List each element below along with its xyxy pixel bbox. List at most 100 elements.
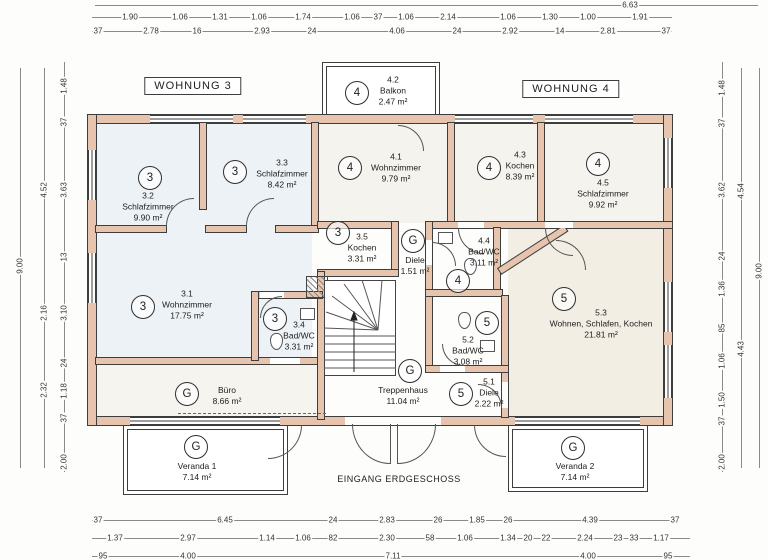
window [243,115,306,123]
room-badge: 4 [338,156,362,180]
dimension-label: 2.24 [576,533,594,543]
interior-wall [252,292,322,298]
dimension-label: 3.10 [59,304,69,322]
interior-wall [318,270,398,276]
room-badge: 5 [449,382,473,406]
interior-wall [392,222,398,276]
interior-wall [206,226,246,232]
door-leaf [390,424,391,464]
dimension-label: 2.16 [39,304,49,322]
toilet-icon [464,258,477,275]
interior-wall [200,123,206,209]
door-gap [270,358,300,364]
dimension-label: 7.11 [384,551,402,560]
staircase [324,280,396,376]
dimension-label: 2.14 [439,12,457,22]
window [664,282,672,332]
dimension-label: 1.00 [579,12,597,22]
dimension-label: 1.50 [717,391,727,409]
dimension-label: 2.93 [253,26,271,36]
veranda-1-outline [123,425,288,495]
dimension-label: 1.90 [121,12,139,22]
floor-wohnung5 [508,228,664,417]
dimension-label: 24 [327,515,339,525]
interior-wall [448,123,454,222]
interior-wall [426,222,432,372]
room-badge: G [175,382,199,406]
dimension-label: 4.39 [581,515,599,525]
dimension-label: 2.81 [599,26,617,36]
dimension-label: 1.30 [541,12,559,22]
room-badge: G [184,435,208,459]
dimension-label: 3.63 [59,181,69,199]
dimension-label: 37 [92,26,104,36]
room-badge: 4 [477,156,501,180]
dimension-label: 24 [451,26,463,36]
dimension-label: 1.06 [250,12,268,22]
outer-wall-top [88,115,672,123]
interior-wall [318,222,398,228]
dimension-label: 1.31 [211,12,229,22]
room-badge: 5 [552,287,576,311]
dimension-label: 6.63 [621,0,639,10]
dimension-label: 1.48 [59,77,69,95]
dim-line [95,5,758,6]
dimension-label: 26 [432,515,444,525]
entrance-gap [345,417,441,425]
interior-wall [318,272,324,419]
dimension-label: 37 [660,26,672,36]
dimension-label: 9.00 [15,257,25,275]
wohnung-4-label: WOHNUNG 4 [522,80,620,98]
dimension-label: 2.78 [142,26,160,36]
dimension-label: 58 [424,533,436,543]
dimension-label: 22 [540,533,552,543]
room-badge: 3 [131,295,155,319]
dimension-label: 26 [502,515,514,525]
dimension-label: 1.06 [499,12,517,22]
toilet-icon [458,312,471,329]
room-badge: 4 [345,81,369,105]
dim-line [44,68,45,468]
outer-wall-right [664,115,672,425]
floor-buero [96,364,322,417]
window [455,115,533,123]
room-badge: G [401,229,425,253]
window [664,138,672,188]
interior-wall [276,226,318,232]
interior-wall [252,292,258,360]
interior-wall [96,358,324,364]
dimension-label: 14 [554,26,566,36]
window [664,345,672,398]
interior-wall [312,123,318,227]
dimension-label: 1.14 [258,533,276,543]
dimension-label: 37 [92,515,104,525]
sink-icon [438,232,453,244]
dimension-label: 2.97 [179,533,197,543]
dimension-label: 1.85 [468,515,486,525]
dimension-label: 1.06 [456,533,474,543]
dimension-label: 1.06 [294,533,312,543]
dimension-label: 95 [662,551,674,560]
window [545,115,633,123]
dim-line [722,62,723,472]
room-badge: G [561,436,585,460]
door-gap [426,240,432,265]
dimension-label: 6.45 [216,515,234,525]
interior-wall [426,366,508,372]
dimension-label: 9.00 [754,262,764,280]
dimension-label: 4.43 [736,340,746,358]
room-badge: G [398,359,422,383]
dimension-label: 2.00 [59,453,69,471]
